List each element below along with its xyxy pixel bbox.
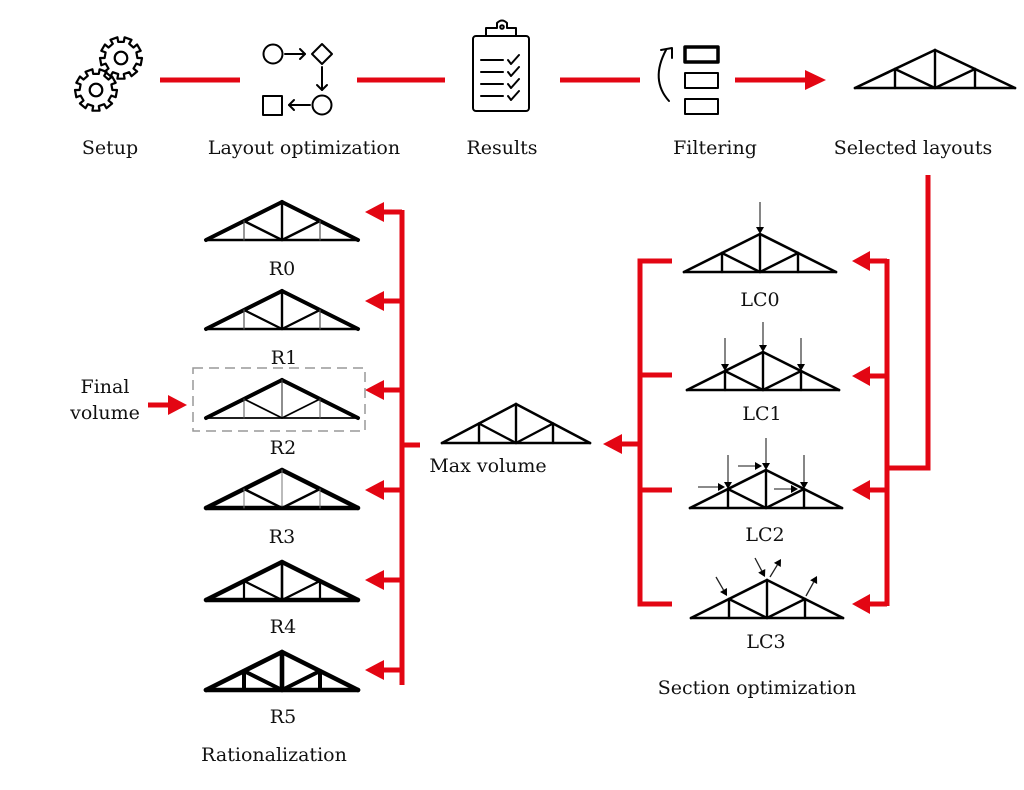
filter-list-icon bbox=[657, 45, 720, 115]
final-volume-arrow bbox=[148, 395, 187, 415]
filtering-label: Filtering bbox=[673, 137, 757, 159]
r-arrows bbox=[365, 202, 402, 680]
arrow-left-icon bbox=[365, 660, 384, 680]
lc1-label: LC1 bbox=[742, 403, 781, 425]
arrow-left-icon bbox=[365, 380, 384, 400]
arrow-to-max-volume bbox=[603, 434, 640, 454]
max-volume-truss bbox=[440, 402, 592, 445]
r3-truss bbox=[203, 467, 361, 511]
arrow-left-icon bbox=[852, 594, 870, 614]
layout-optimization-label: Layout optimization bbox=[208, 137, 400, 159]
lc3-label: LC3 bbox=[746, 631, 785, 653]
flowchart-icon bbox=[262, 43, 333, 116]
rationalization-title: Rationalization bbox=[201, 744, 347, 766]
final-volume-label-line1: Final bbox=[81, 376, 130, 398]
connector-line bbox=[887, 175, 931, 471]
r1-label: R1 bbox=[271, 347, 297, 369]
lc3-truss bbox=[689, 578, 845, 620]
arrow-left-icon bbox=[852, 480, 870, 500]
clipboard-checklist-icon bbox=[472, 19, 530, 112]
r0-truss bbox=[204, 200, 360, 242]
selected-variant-box bbox=[192, 367, 366, 432]
results-label: Results bbox=[467, 137, 538, 159]
arrow-left-icon bbox=[365, 480, 384, 500]
lc2-label: LC2 bbox=[745, 524, 784, 546]
r0-label: R0 bbox=[269, 258, 295, 280]
arrow-left-icon bbox=[852, 251, 870, 271]
r1-truss bbox=[204, 289, 360, 331]
r5-label: R5 bbox=[270, 706, 296, 728]
section-optimization-title: Section optimization bbox=[658, 677, 856, 699]
lc0-label: LC0 bbox=[740, 289, 779, 311]
lc-arrows bbox=[852, 251, 887, 614]
setup-label: Setup bbox=[82, 137, 138, 159]
arrow-left-icon bbox=[852, 366, 870, 386]
load-case-trusses bbox=[682, 202, 845, 620]
lc2-truss bbox=[688, 468, 844, 510]
r5-truss bbox=[203, 649, 361, 693]
arrow-right bbox=[735, 70, 826, 90]
gear-icon bbox=[73, 68, 119, 112]
final-volume-label-line2: volume bbox=[69, 402, 140, 424]
max-volume-truss bbox=[440, 402, 592, 445]
gears-icon bbox=[73, 36, 144, 112]
r4-label: R4 bbox=[270, 616, 296, 638]
r2-label: R2 bbox=[270, 437, 296, 459]
r3-label: R3 bbox=[269, 526, 295, 548]
collect-bracket bbox=[637, 258, 672, 607]
gear-icon bbox=[98, 36, 144, 80]
arrow-left-icon bbox=[365, 291, 384, 311]
r4-truss bbox=[203, 559, 361, 603]
arrow-left-icon bbox=[365, 202, 384, 222]
selected-layouts-label: Selected layouts bbox=[834, 137, 993, 159]
selected-layout-truss bbox=[853, 48, 1017, 90]
arrow-left-icon bbox=[365, 570, 384, 590]
max-volume-label: Max volume bbox=[429, 455, 546, 477]
lc0-truss bbox=[682, 232, 838, 274]
lc1-truss bbox=[685, 350, 841, 392]
truss-icon bbox=[853, 48, 1017, 90]
r2-truss bbox=[204, 378, 360, 420]
rationalized-trusses bbox=[203, 200, 361, 693]
